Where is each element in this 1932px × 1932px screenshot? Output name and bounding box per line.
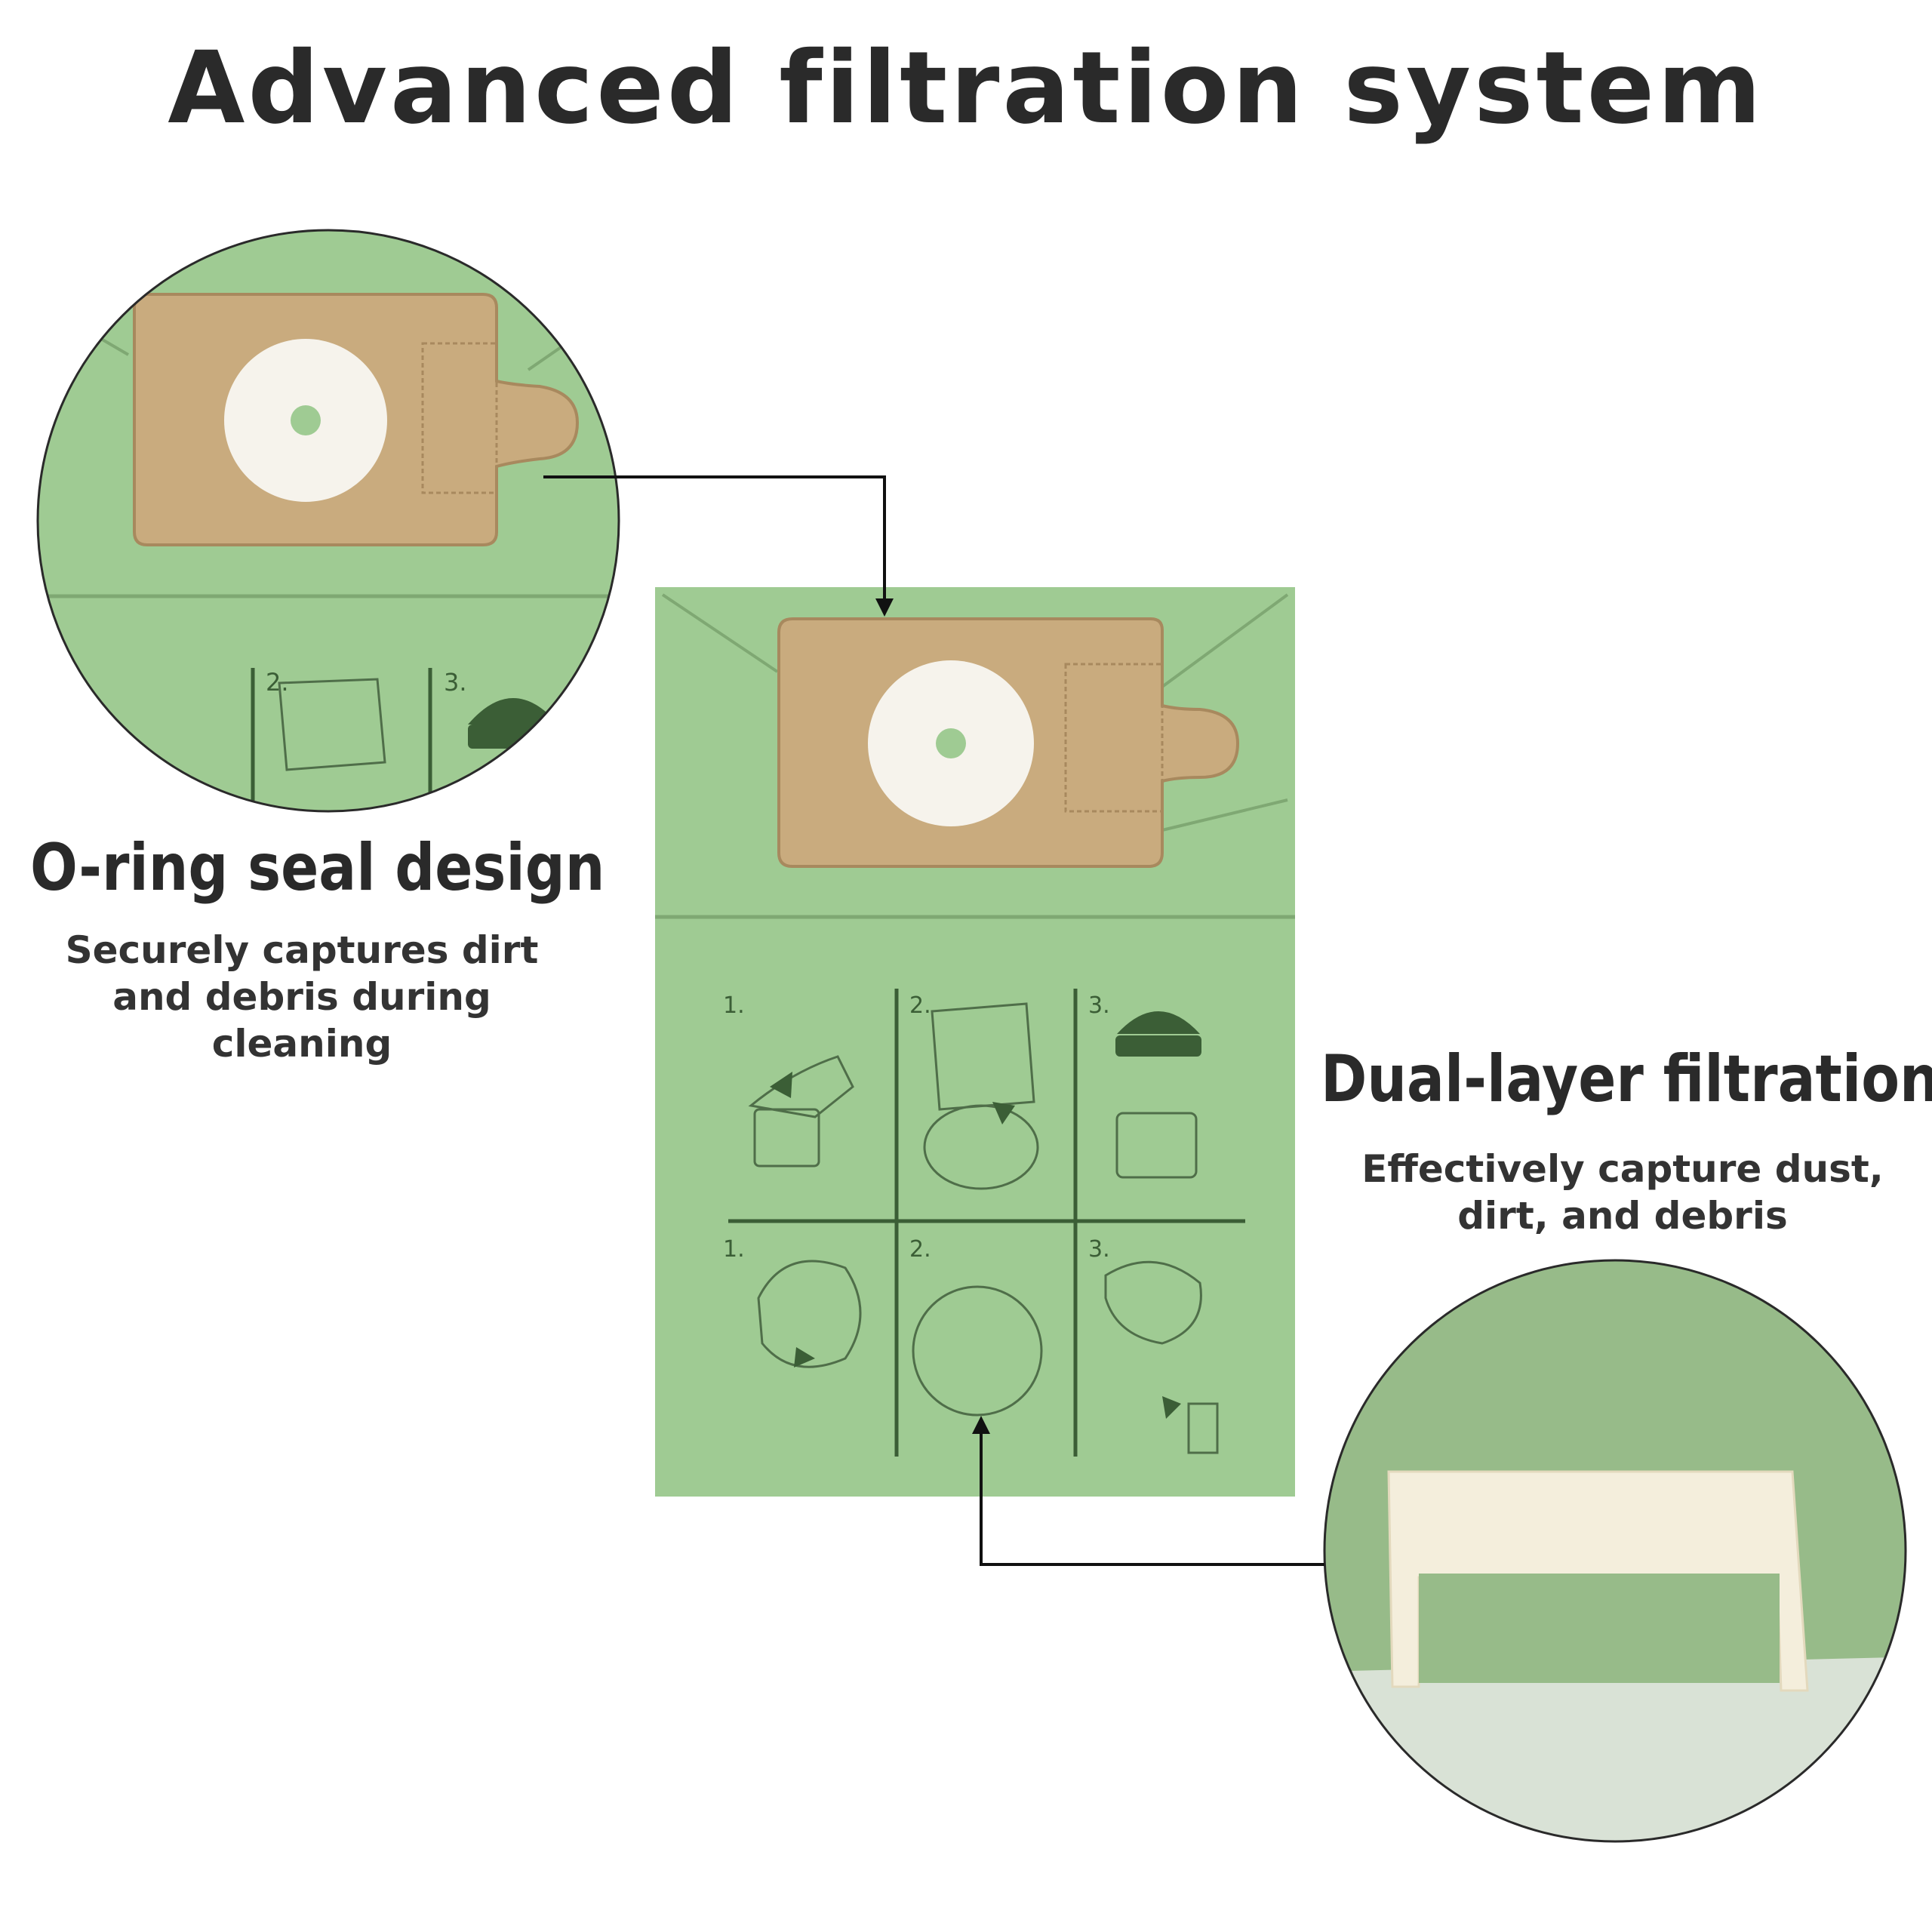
callout-arrow-o-ring bbox=[543, 475, 894, 617]
dual-layer-desc-line-2: dirt, and debris bbox=[1457, 1194, 1788, 1238]
step-bottom-2: 2. bbox=[909, 1236, 931, 1263]
page-title: Advanced filtration system bbox=[168, 30, 1764, 146]
instruction-step-numbers: 1. 2. 3. 1. 2. 3. bbox=[723, 992, 1110, 1263]
step-top-3: 3. bbox=[1088, 992, 1110, 1019]
instruction-pictograms bbox=[748, 1002, 1219, 1454]
inlet-hole bbox=[936, 728, 966, 758]
o-ring-description: Securely captures dirt and debris during… bbox=[30, 927, 574, 1067]
dual-layer-desc-line-1: Effectively capture dust, bbox=[1361, 1147, 1884, 1191]
o-ring-title: O-ring seal design bbox=[30, 830, 605, 906]
instruction-grid bbox=[728, 989, 1245, 1457]
collar-tab-outline bbox=[1064, 663, 1164, 813]
step-bottom-3: 3. bbox=[1088, 1236, 1110, 1263]
callout-arrow-dual-layer bbox=[972, 1416, 1324, 1566]
dual-layer-title: Dual-layer filtration bbox=[1321, 1041, 1932, 1117]
zoom-step-2: 2. bbox=[266, 668, 289, 697]
zoom-circle-dual-layer bbox=[1323, 1259, 1907, 1843]
bag-fold-line bbox=[1161, 798, 1288, 832]
dual-layer-description: Effectively capture dust, dirt, and debr… bbox=[1313, 1146, 1932, 1239]
zoom-step-3: 3. bbox=[444, 668, 467, 697]
o-ring-desc-line-3: cleaning bbox=[211, 1022, 392, 1066]
step-bottom-1: 1. bbox=[723, 1236, 745, 1263]
o-ring-desc-line-1: Securely captures dirt bbox=[65, 928, 539, 972]
o-ring-desc-line-2: and debris during bbox=[112, 975, 491, 1019]
step-top-1: 1. bbox=[723, 992, 745, 1019]
dust-bag: 1. 2. 3. 1. 2. 3. bbox=[655, 587, 1295, 1497]
bag-flap-lines bbox=[661, 593, 1289, 688]
zoom-circle-o-ring: 2. 3. bbox=[36, 229, 620, 813]
step-top-2: 2. bbox=[909, 992, 931, 1019]
instruction-arrows bbox=[770, 1011, 1201, 1419]
cardboard-collar bbox=[777, 617, 1240, 868]
